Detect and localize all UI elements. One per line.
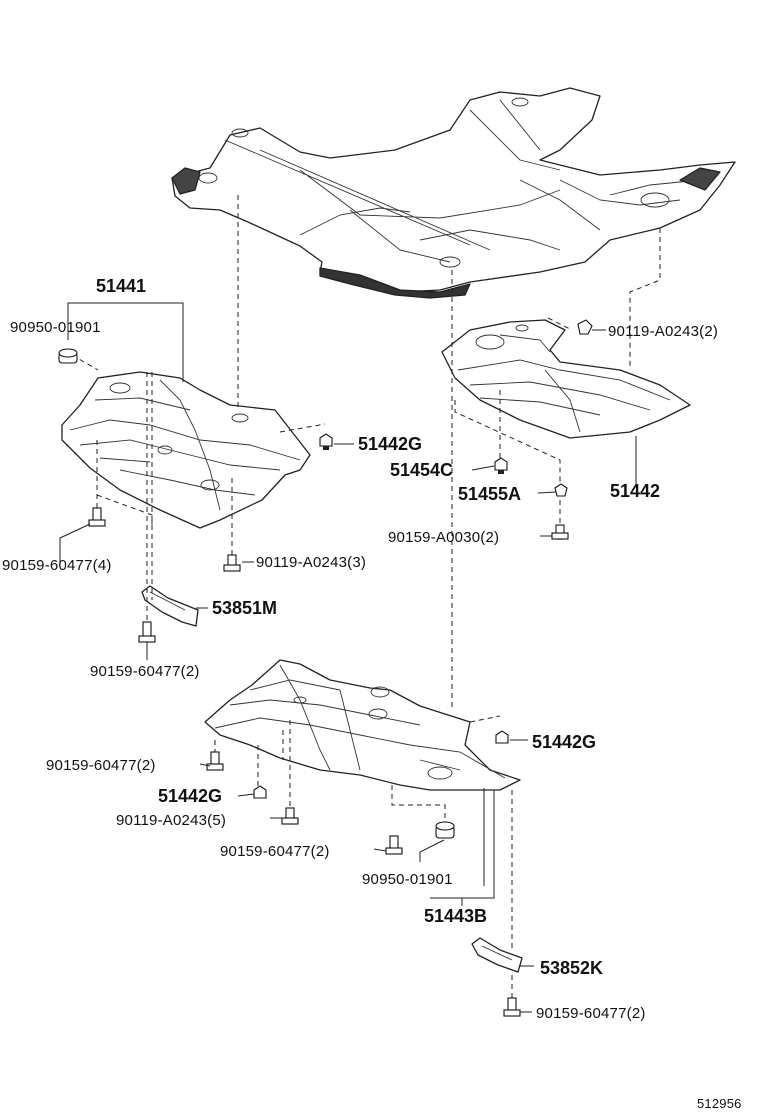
- label-90119-A0243-2[interactable]: 90119-A0243(2): [608, 323, 718, 340]
- bolt-90159-60477-2b: [206, 751, 224, 771]
- engine-under-cover-51442[interactable]: [441, 319, 691, 439]
- label-51443B[interactable]: 51443B: [424, 906, 487, 926]
- fasteners: [58, 319, 593, 1017]
- leader-lines: [59, 302, 637, 1013]
- label-90159-60477-4[interactable]: 90159-60477(4): [2, 557, 112, 574]
- engine-under-cover-51441[interactable]: [61, 371, 311, 529]
- label-51442G-c[interactable]: 51442G: [158, 786, 222, 806]
- label-90159-A0030-2[interactable]: 90159-A0030(2): [388, 529, 499, 546]
- bolt-90159-A0030: [551, 524, 569, 540]
- label-51454C[interactable]: 51454C: [390, 460, 453, 480]
- engine-under-cover-51443B[interactable]: [204, 659, 521, 791]
- bolt-90119-5: [281, 807, 299, 825]
- label-90159-60477-2-a[interactable]: 90159-60477(2): [90, 663, 200, 680]
- front-suspension-subframe: [171, 87, 736, 299]
- clip-51442G-b: [495, 730, 509, 744]
- label-90159-60477-2-b[interactable]: 90159-60477(2): [46, 757, 156, 774]
- label-51442G-b[interactable]: 51442G: [532, 732, 596, 752]
- diagram-id: 512956: [697, 1096, 742, 1111]
- grommet-90950-bottom: [435, 821, 455, 839]
- clip-51442G-a: [319, 433, 333, 450]
- bolt-90159-60477-4: [88, 507, 106, 527]
- bolt-90119-3: [223, 554, 241, 572]
- label-90159-60477-2-d[interactable]: 90159-60477(2): [536, 1005, 646, 1022]
- label-90159-60477-2-c[interactable]: 90159-60477(2): [220, 843, 330, 860]
- grommet-90950-top: [58, 348, 78, 364]
- label-53851M[interactable]: 53851M: [212, 598, 277, 618]
- label-90950-01901-bottom[interactable]: 90950-01901: [362, 871, 453, 888]
- label-51442[interactable]: 51442: [610, 481, 660, 501]
- label-51455A[interactable]: 51455A: [458, 484, 521, 504]
- stay-53852K[interactable]: [471, 937, 523, 973]
- label-53852K[interactable]: 53852K: [540, 958, 603, 978]
- label-90119-A0243-5[interactable]: 90119-A0243(5): [116, 812, 226, 829]
- clip-51442G-c: [253, 785, 267, 799]
- label-90119-A0243-3[interactable]: 90119-A0243(3): [256, 554, 366, 571]
- label-51442G-a[interactable]: 51442G: [358, 434, 422, 454]
- bolt-90159-60477-2a: [138, 621, 156, 643]
- clip-51455A: [554, 483, 568, 497]
- stay-53851M[interactable]: [141, 585, 199, 627]
- label-90950-01901-top[interactable]: 90950-01901: [10, 319, 101, 336]
- assembly-guide-lines: [71, 195, 661, 1000]
- part-labels: 51441 90950-01901 51442G 90119-A0243(2) …: [2, 276, 742, 1111]
- bolt-90159-60477-2d: [503, 997, 521, 1017]
- bolt-90119-top: [577, 319, 593, 335]
- bolt-90159-60477-2c: [385, 835, 403, 855]
- clip-51454C: [494, 457, 508, 474]
- label-51441[interactable]: 51441: [96, 276, 146, 296]
